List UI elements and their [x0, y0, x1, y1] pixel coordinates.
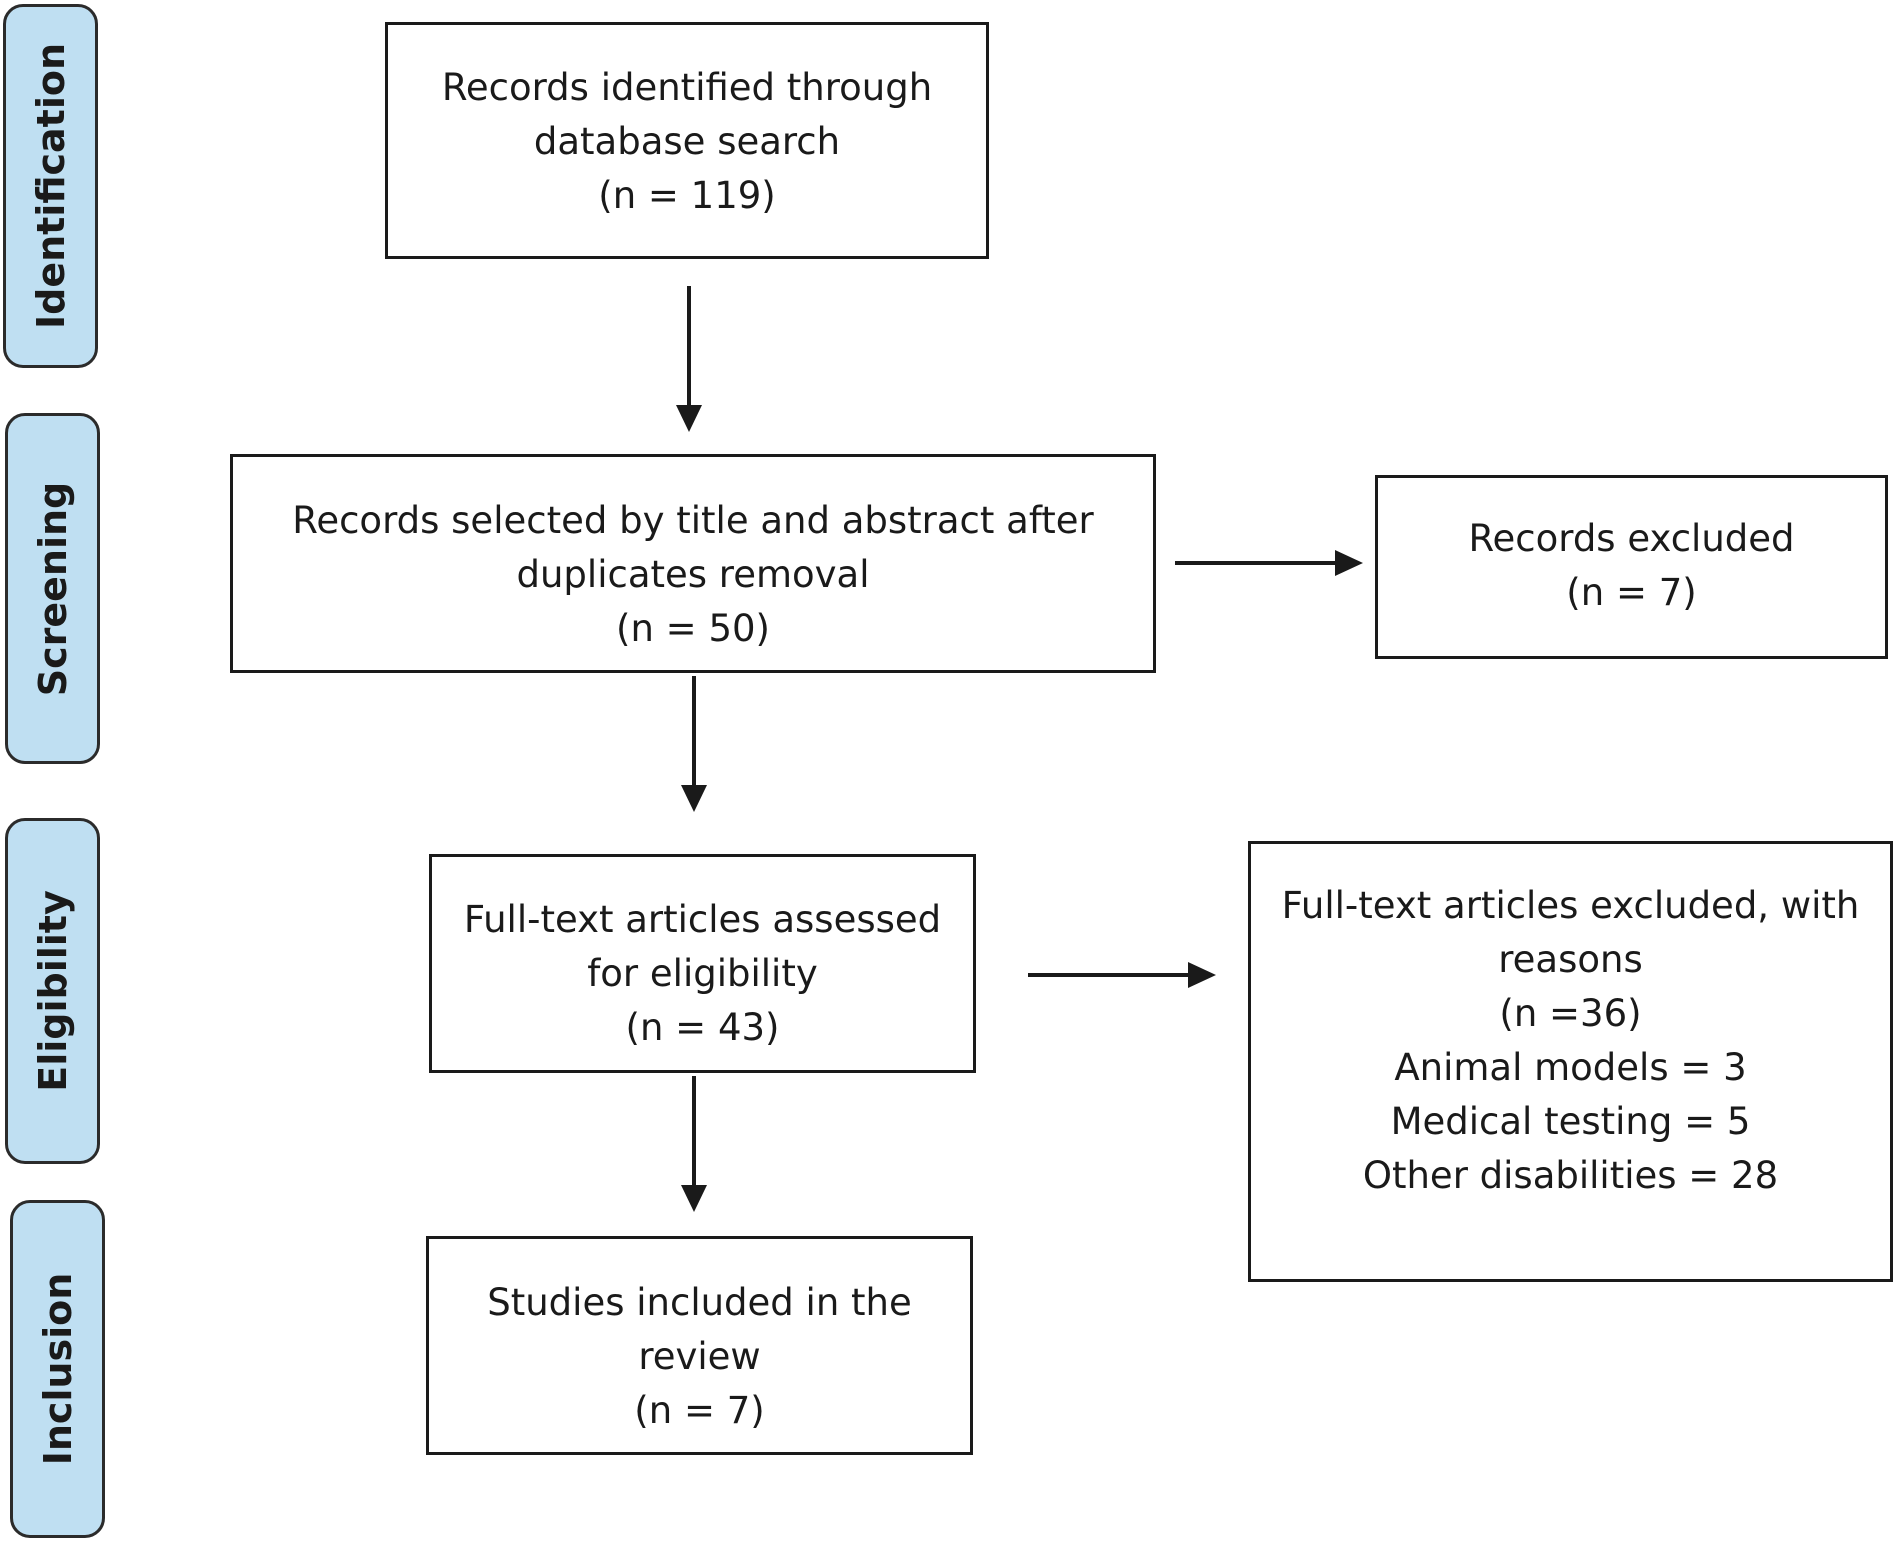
- box-fulltext-excluded-count: (n =36): [1499, 992, 1642, 1035]
- box-studies-included-line-2: review: [638, 1335, 761, 1378]
- box-fulltext-assessed-line-1: Full-text articles assessed: [463, 898, 942, 941]
- box-records-identified-count: (n = 119): [598, 174, 776, 217]
- box-fulltext-assessed-count: (n = 43): [625, 1006, 780, 1049]
- box-records-screened: Records selected by title and abstract a…: [230, 454, 1156, 673]
- stage-eligibility: Eligibility: [5, 818, 100, 1164]
- box-records-identified-line-2: database search: [533, 120, 841, 163]
- box-records-screened-line-1: Records selected by title and abstract a…: [292, 499, 1094, 542]
- stage-identification: Identification: [3, 4, 98, 368]
- box-records-identified: Records identified through database sear…: [385, 22, 989, 259]
- arrow-identified-to-screened: [676, 286, 702, 432]
- box-records-excluded-line-1: Records excluded: [1468, 517, 1795, 560]
- stage-inclusion: Inclusion: [10, 1200, 105, 1538]
- box-studies-included-line-1: Studies included in the: [487, 1281, 912, 1324]
- box-records-excluded: Records excluded (n = 7): [1375, 475, 1888, 659]
- box-records-excluded-count: (n = 7): [1566, 571, 1697, 614]
- stage-screening: Screening: [5, 413, 100, 764]
- arrow-screened-to-excluded: [1175, 550, 1363, 576]
- box-records-screened-line-2: duplicates removal: [516, 553, 870, 596]
- box-records-identified-line-1: Records identified through: [441, 66, 933, 109]
- box-fulltext-excluded: Full-text articles excluded, with reason…: [1248, 841, 1893, 1282]
- reason-other-disabilities: Other disabilities = 28: [1362, 1154, 1779, 1197]
- box-studies-included-count: (n = 7): [634, 1389, 765, 1432]
- box-studies-included: Studies included in the review (n = 7): [426, 1236, 973, 1455]
- reason-medical-testing: Medical testing = 5: [1390, 1100, 1751, 1143]
- arrow-eligibility-to-fulltext-excluded: [1028, 962, 1216, 988]
- box-records-screened-count: (n = 50): [616, 607, 770, 650]
- arrow-screened-to-eligibility: [681, 676, 707, 812]
- box-fulltext-excluded-line-1: Full-text articles excluded, with: [1281, 884, 1860, 927]
- reason-animal-models: Animal models = 3: [1394, 1046, 1747, 1089]
- arrow-eligibility-to-included: [681, 1076, 707, 1212]
- box-fulltext-excluded-line-2: reasons: [1498, 938, 1643, 981]
- box-fulltext-assessed: Full-text articles assessed for eligibil…: [429, 854, 976, 1073]
- box-fulltext-assessed-line-2: for eligibility: [587, 952, 818, 995]
